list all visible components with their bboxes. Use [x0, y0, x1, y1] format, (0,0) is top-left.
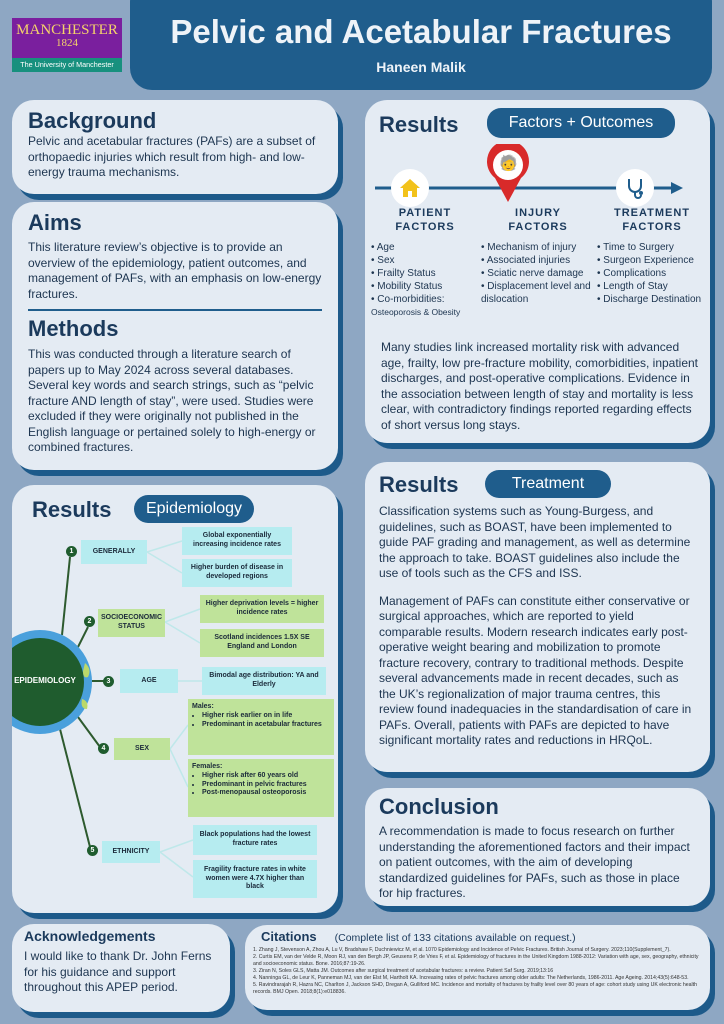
branch-males: Males: Higher risk earlier on in lifePre…	[188, 699, 334, 755]
citation-item: 3. Ziran N, Soles GLS, Matta JM. Outcome…	[253, 968, 554, 975]
citation-item: 1. Zhang J, Stevenson A, Zhou A, Lu V, B…	[253, 947, 671, 953]
treatment-paragraph-2: Management of PAFs can constitute either…	[379, 593, 692, 748]
background-section: Background Pelvic and acetabular fractur…	[12, 100, 338, 194]
factor-item: Sciatic nerve damage	[481, 267, 595, 280]
acknowledgements-text: I would like to thank Dr. John Ferns for…	[24, 949, 212, 994]
factor-item: Time to Surgery	[597, 241, 707, 254]
column-title: INJURY	[515, 207, 561, 219]
branch-item: Predominant in pelvic fractures	[202, 781, 330, 790]
methods-heading: Methods	[28, 316, 119, 341]
epidemiology-section: Results Epidemiology EPIDEMIOLOGY 1 GENE…	[12, 485, 338, 913]
females-title: Females:	[192, 763, 223, 770]
branch-item: Higher risk earlier on in life	[202, 712, 330, 721]
aims-methods-section: Aims This literature review’s objective …	[12, 202, 338, 470]
column-title: PATIENT	[398, 207, 452, 219]
treatment-heading: Results	[379, 472, 459, 497]
factor-item: Surgeon Experience	[597, 254, 707, 267]
branch-number: 1	[66, 546, 77, 557]
connector-lines	[12, 540, 202, 878]
factor-item: Frailty Status	[371, 267, 479, 280]
branch-generally: GENERALLY	[81, 540, 147, 564]
factor-item: Mobility Status	[371, 280, 479, 293]
treatment-factors-column: TREATMENT FACTORS Time to Surgery Surgeon…	[597, 206, 707, 306]
branch-item: Higher deprivation levels = higher incid…	[200, 595, 324, 623]
background-text: Pelvic and acetabular fractures (PAFs) a…	[28, 134, 316, 179]
branch-number: 5	[87, 845, 98, 856]
epidemiology-heading: Results	[32, 497, 112, 522]
aims-heading: Aims	[28, 210, 82, 235]
branch-ethnicity: ETHNICITY	[102, 841, 160, 863]
branch-number: 2	[84, 616, 95, 627]
citation-item: 2. Curtis EM, van der Velde R, Moon RJ, …	[253, 954, 699, 968]
conclusion-text: A recommendation is made to focus resear…	[379, 824, 690, 900]
conclusion-heading: Conclusion	[379, 794, 499, 819]
branch-socioeconomic: SOCIOECONOMIC STATUS	[98, 609, 165, 637]
males-title: Males:	[192, 703, 214, 710]
house-icon	[391, 169, 429, 207]
factor-item: Age	[371, 241, 479, 254]
treatment-pill: Treatment	[485, 470, 611, 498]
branch-sex: SEX	[114, 738, 170, 760]
epidemiology-center-label: EPIDEMIOLOGY	[14, 676, 76, 685]
branch-item: Post-menopausal osteoporosis	[202, 789, 330, 798]
factor-item: Co-morbidities:	[371, 293, 479, 306]
poster-title: Pelvic and Acetabular Fractures	[170, 13, 672, 50]
column-title: FACTORS	[508, 221, 568, 234]
divider	[28, 309, 322, 311]
stethoscope-icon	[616, 169, 654, 207]
factor-item-extra: Osteoporosis & Obesity	[371, 306, 461, 317]
branch-item: Bimodal age distribution: YA and Elderly	[202, 667, 326, 695]
factor-item: Discharge Destination	[597, 293, 707, 306]
citations-heading: Citations	[261, 929, 317, 944]
treatment-section: Results Treatment Classification systems…	[365, 462, 710, 772]
branch-item: Fragility fracture rates in white women …	[193, 860, 317, 898]
acknowledgements-section: Acknowledgements I would like to thank D…	[12, 924, 230, 1012]
column-title: FACTORS	[622, 221, 682, 234]
logo-name: MANCHESTER	[16, 22, 118, 38]
citation-item: 5. Ravindrarajah R, Hazra NC, Charlton J…	[253, 982, 698, 996]
branch-item: Black populations had the lowest fractur…	[193, 825, 317, 855]
factor-item: Sex	[371, 254, 479, 267]
factors-heading: Results	[379, 112, 459, 137]
acknowledgements-heading: Acknowledgements	[24, 928, 156, 944]
methods-text: This was conducted through a literature …	[28, 347, 316, 454]
factor-item: Complications	[597, 267, 707, 280]
factors-summary-text: Many studies link increased mortality ri…	[381, 340, 699, 432]
patient-factors-column: PATIENT FACTORS Age Sex Frailty Status Mo…	[371, 206, 479, 318]
factor-item: Mechanism of injury	[481, 241, 595, 254]
column-title: TREATMENT	[613, 207, 690, 219]
factor-item: Length of Stay	[597, 280, 707, 293]
logo-year: 1824	[56, 37, 78, 49]
falling-person-icon: 🧓	[499, 155, 518, 172]
branch-number: 3	[103, 676, 114, 687]
factor-item: Displacement level and dislocation	[481, 280, 595, 306]
branch-females: Females: Higher risk after 60 years oldP…	[188, 759, 334, 817]
branch-item: Scotland incidences 1.5X SE England and …	[200, 629, 324, 657]
citations-section: Citations (Complete list of 133 citation…	[245, 925, 710, 1010]
epidemiology-pill: Epidemiology	[134, 495, 254, 523]
poster-header: Pelvic and Acetabular Fractures Haneen M…	[130, 0, 712, 90]
factors-pill: Factors + Outcomes	[487, 108, 675, 138]
injury-factors-column: INJURY FACTORS Mechanism of injury Associ…	[481, 206, 595, 306]
branch-age: AGE	[120, 669, 178, 693]
aims-text: This literature review’s objective is to…	[28, 240, 322, 301]
branch-item: Higher burden of disease in developed re…	[182, 559, 292, 587]
background-heading: Background	[28, 108, 157, 133]
column-title: FACTORS	[395, 221, 455, 234]
branch-number: 4	[98, 743, 109, 754]
conclusion-section: Conclusion A recommendation is made to f…	[365, 788, 710, 906]
branch-item: Global exponentially increasing incidenc…	[182, 527, 292, 555]
treatment-paragraph-1: Classification systems such as Young-Bur…	[379, 504, 691, 580]
logo-subtitle: The University of Manchester	[12, 58, 122, 72]
citation-item: 4. Nanninga GL, de Leur K, Panneman MJ, …	[253, 975, 689, 982]
citations-note: (Complete list of 133 citations availabl…	[334, 932, 576, 944]
factors-outcomes-section: Results Factors + Outcomes 🧓 PATIENT FACT…	[365, 100, 710, 443]
factor-item: Associated injuries	[481, 254, 595, 267]
branch-item: Predominant in acetabular fractures	[202, 721, 330, 730]
poster-author: Haneen Malik	[376, 59, 466, 75]
branch-item: Higher risk after 60 years old	[202, 772, 330, 781]
